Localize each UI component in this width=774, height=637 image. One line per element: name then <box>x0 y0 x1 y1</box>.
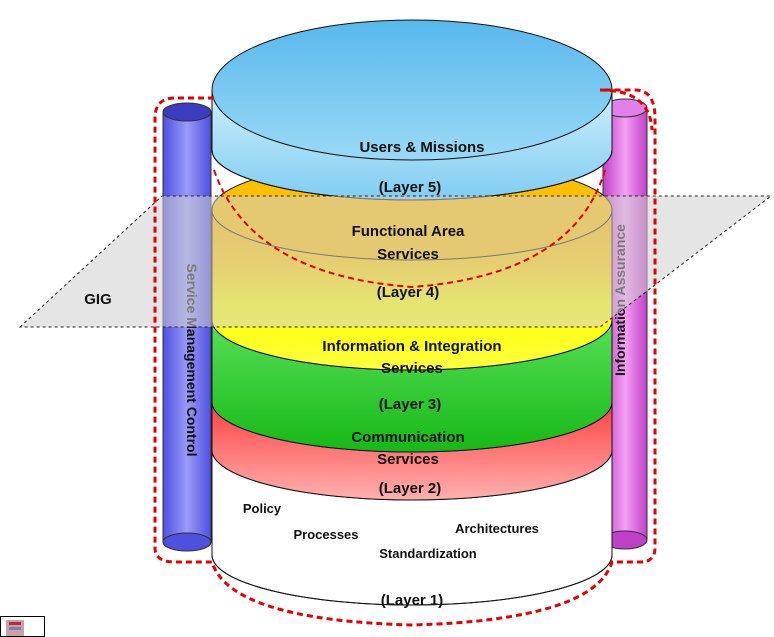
layer-5-disk <box>211 19 613 201</box>
gig-plane: GIG <box>18 195 773 328</box>
layer-2-title-line2: Services <box>377 451 439 468</box>
layer-1-label: (Layer 1) <box>381 592 444 609</box>
layer-3-label: (Layer 3) <box>379 396 442 413</box>
layer-2-label: (Layer 2) <box>379 480 442 497</box>
dashed-outline <box>153 88 657 627</box>
layer-5-title: Users & Missions <box>359 139 484 156</box>
processes-label: Processes <box>293 527 358 542</box>
layer-4-title-line1: Functional Area <box>352 223 465 240</box>
architectures-label: Architectures <box>455 521 539 536</box>
layer-2-title-line1: Communication <box>351 429 464 446</box>
layer-4-label: (Layer 4) <box>377 284 440 301</box>
standardization-label: Standardization <box>379 546 477 561</box>
layer-3-title-line1: Information & Integration <box>322 338 501 355</box>
layer-3-title-line2: Services <box>381 360 443 377</box>
layer-4-title-line2: Services <box>377 246 439 263</box>
policy-label: Policy <box>243 501 282 516</box>
gig-label: GIG <box>84 291 112 308</box>
thumbnail-icon <box>0 616 45 637</box>
layer-5-label: (Layer 5) <box>379 179 442 196</box>
